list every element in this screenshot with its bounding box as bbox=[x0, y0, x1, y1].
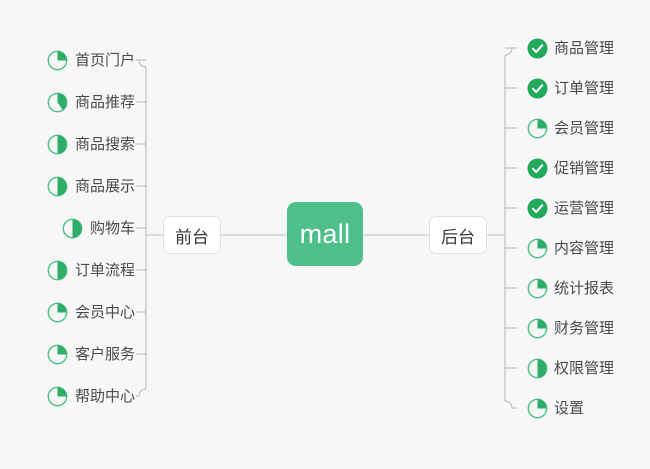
progress-pie-icon bbox=[47, 50, 68, 71]
leaf-item[interactable]: 订单流程 bbox=[47, 257, 135, 283]
leaf-item[interactable]: 首页门户 bbox=[47, 47, 135, 73]
leaf-item-label: 商品管理 bbox=[554, 39, 615, 57]
branch-node-backend[interactable]: 后台 bbox=[429, 216, 487, 254]
leaf-item-label: 会员中心 bbox=[74, 303, 135, 321]
progress-pie-icon bbox=[527, 318, 548, 339]
leaf-item[interactable]: 商品搜索 bbox=[47, 131, 135, 157]
leaf-item-label: 财务管理 bbox=[554, 319, 615, 337]
leaf-item-label: 统计报表 bbox=[554, 279, 615, 297]
check-circle-icon bbox=[527, 38, 548, 59]
check-circle-icon bbox=[527, 158, 548, 179]
leaf-item-label: 会员管理 bbox=[554, 119, 615, 137]
leaf-item[interactable]: 统计报表 bbox=[527, 275, 614, 301]
spine-corner-bottom bbox=[504, 400, 513, 409]
progress-pie-icon bbox=[527, 278, 548, 299]
spine-corner-top bbox=[138, 59, 147, 68]
branch-node-frontend[interactable]: 前台 bbox=[163, 216, 221, 254]
leaf-item[interactable]: 商品推荐 bbox=[47, 89, 135, 115]
progress-pie-icon bbox=[62, 218, 83, 239]
leaf-item-label: 帮助中心 bbox=[74, 387, 135, 405]
progress-pie-icon bbox=[47, 92, 68, 113]
leaf-item[interactable]: 商品展示 bbox=[47, 173, 135, 199]
progress-pie-icon bbox=[47, 260, 68, 281]
spine-corner-bottom bbox=[138, 388, 147, 397]
check-circle-icon bbox=[527, 198, 548, 219]
progress-pie-icon bbox=[47, 344, 68, 365]
leaf-item-label: 促销管理 bbox=[554, 159, 615, 177]
leaf-item[interactable]: 运营管理 bbox=[527, 195, 614, 221]
leaf-item[interactable]: 权限管理 bbox=[527, 355, 614, 381]
progress-pie-icon bbox=[47, 134, 68, 155]
progress-pie-icon bbox=[527, 118, 548, 139]
leaf-item-label: 商品搜索 bbox=[74, 135, 135, 153]
leaf-item-label: 订单流程 bbox=[74, 261, 135, 279]
progress-pie-icon bbox=[47, 302, 68, 323]
leaf-item[interactable]: 内容管理 bbox=[527, 235, 614, 261]
leaf-item[interactable]: 商品管理 bbox=[527, 35, 614, 61]
leaf-item-label: 设置 bbox=[554, 399, 585, 417]
center-node-mall[interactable]: mall bbox=[287, 202, 363, 266]
leaf-item[interactable]: 帮助中心 bbox=[47, 383, 135, 409]
leaf-item-label: 客户服务 bbox=[74, 345, 135, 363]
leaf-item-label: 购物车 bbox=[89, 219, 135, 237]
leaf-item[interactable]: 财务管理 bbox=[527, 315, 614, 341]
progress-pie-icon bbox=[527, 238, 548, 259]
leaf-item[interactable]: 会员管理 bbox=[527, 115, 614, 141]
progress-pie-icon bbox=[47, 386, 68, 407]
leaf-item-label: 运营管理 bbox=[554, 199, 615, 217]
leaf-item-label: 首页门户 bbox=[74, 51, 135, 69]
leaf-item[interactable]: 促销管理 bbox=[527, 155, 614, 181]
leaf-item-label: 商品展示 bbox=[74, 177, 135, 195]
leaf-item[interactable]: 购物车 bbox=[62, 215, 135, 241]
leaf-item[interactable]: 会员中心 bbox=[47, 299, 135, 325]
progress-pie-icon bbox=[47, 176, 68, 197]
leaf-item[interactable]: 订单管理 bbox=[527, 75, 614, 101]
spine-corner-top bbox=[504, 47, 513, 56]
center-node-label: mall bbox=[299, 218, 351, 249]
check-circle-icon bbox=[527, 78, 548, 99]
progress-pie-icon bbox=[527, 358, 548, 379]
leaf-item-label: 商品推荐 bbox=[74, 93, 135, 111]
leaf-item-label: 权限管理 bbox=[554, 359, 615, 377]
branch-node-label: 前台 bbox=[175, 227, 209, 247]
progress-pie-icon bbox=[527, 398, 548, 419]
leaf-item-label: 内容管理 bbox=[554, 239, 615, 257]
leaf-item-label: 订单管理 bbox=[554, 79, 615, 97]
branch-node-label: 后台 bbox=[441, 227, 475, 247]
leaf-item[interactable]: 设置 bbox=[527, 395, 584, 421]
leaf-item[interactable]: 客户服务 bbox=[47, 341, 135, 367]
